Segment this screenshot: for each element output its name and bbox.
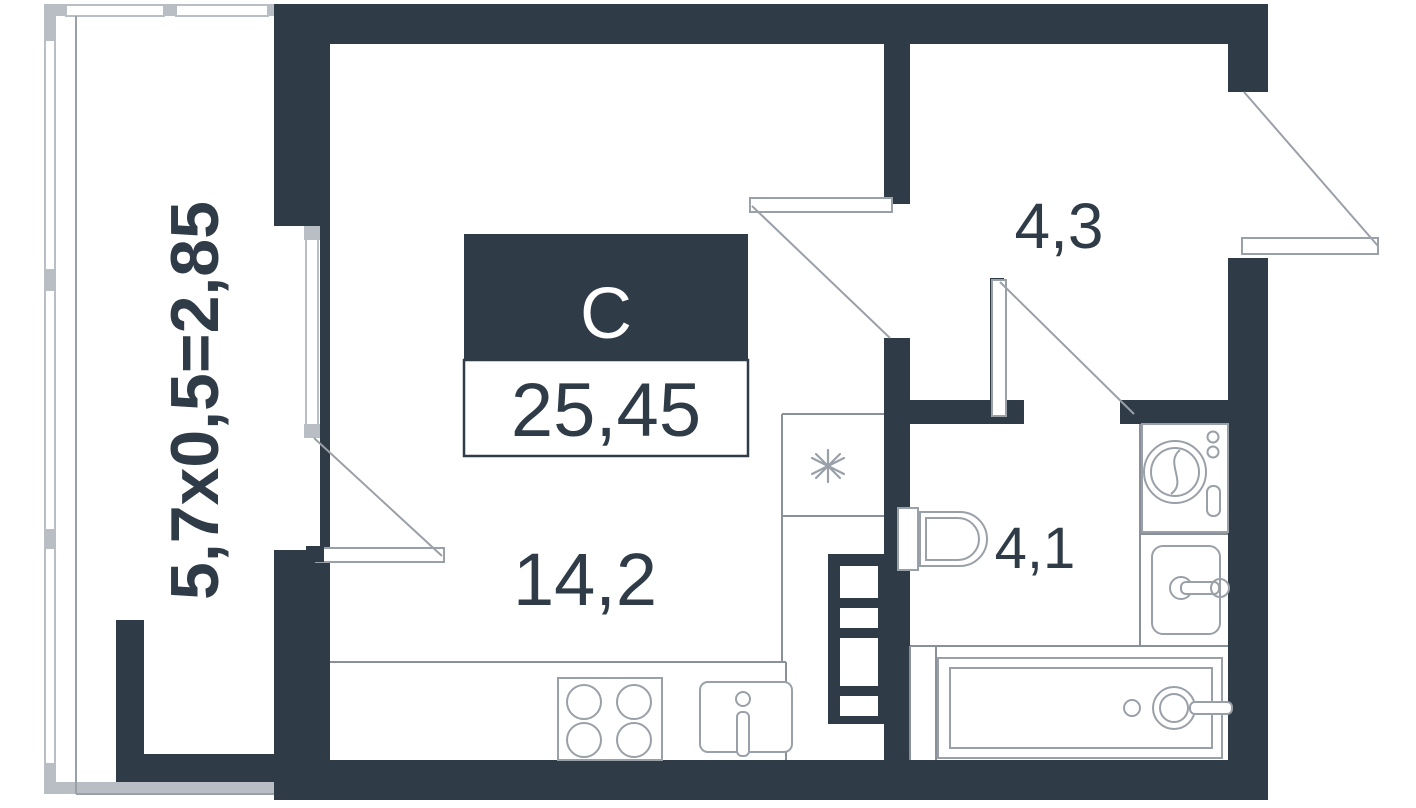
wall-balcony-bottom-return	[116, 754, 328, 782]
unit-badge: С 25,45	[462, 234, 750, 458]
bathroom-door-swing	[999, 281, 1135, 415]
bathroom-sink-spout	[1180, 581, 1220, 595]
area-label-living-room: 14,2	[513, 538, 657, 621]
kitchen-sink-drain	[735, 691, 751, 707]
balcony-door-mullion	[304, 226, 320, 240]
balcony-loggia: 5,7x0,5=2,85	[44, 4, 274, 795]
balcony-mullion	[44, 530, 56, 548]
balcony-door-swing	[313, 437, 443, 557]
kitchen-sink	[699, 681, 793, 757]
interior-detail-lines	[330, 413, 1228, 760]
riser-shaft-opening	[840, 638, 878, 686]
balcony-door-glazing	[305, 229, 319, 437]
washing-machine-knob	[1206, 445, 1220, 459]
toilet	[897, 507, 988, 571]
toilet-cistern	[897, 507, 919, 571]
washing-machine-detergent-tray	[1206, 485, 1221, 517]
balcony-glass-panel	[65, 4, 165, 17]
washing-machine-drum-swirl	[1170, 449, 1181, 495]
entrance-door[interactable]	[1241, 91, 1379, 255]
toilet-seat	[925, 517, 980, 561]
balcony-door-hinge	[306, 546, 324, 562]
washing-machine-drum-inner	[1150, 447, 1200, 497]
wall-room-left-thin	[320, 226, 330, 550]
riser-shaft-opening	[840, 566, 878, 598]
bathtub-overflow-inner	[1159, 693, 1189, 723]
wall-partition-room-hall-upper	[884, 44, 910, 204]
washing-machine	[1141, 423, 1229, 533]
entrance-door-leaf[interactable]	[1241, 237, 1379, 255]
balcony-mullion	[44, 270, 56, 290]
cooktop-stove	[557, 677, 663, 761]
refrigerator	[810, 448, 846, 484]
unit-badge-letter: С	[580, 274, 632, 354]
washing-machine-knob	[1206, 430, 1220, 444]
unit-badge-area-box	[462, 358, 750, 458]
bathroom-sink-handle	[1210, 578, 1230, 598]
room-door-leaf[interactable]	[749, 197, 893, 213]
balcony-door[interactable]	[304, 226, 445, 563]
balcony-door-leaf[interactable]	[315, 547, 445, 563]
balcony-door-mullion	[304, 424, 320, 438]
burner	[616, 684, 652, 720]
riser-shaft-opening	[840, 608, 878, 628]
wall-left-lower-pier	[274, 550, 330, 760]
bathroom-sink	[1151, 545, 1230, 635]
refrigerator-snowflake-icon	[810, 448, 846, 484]
bathtub-outer	[937, 657, 1223, 759]
burner	[616, 722, 652, 758]
area-label-hallway: 4,3	[1015, 190, 1104, 262]
entrance-door-swing	[1243, 91, 1379, 247]
area-label-bathroom: 4,1	[995, 516, 1076, 581]
balcony-mullion	[164, 4, 176, 16]
cooktop-outline	[557, 677, 663, 761]
toilet-bowl	[919, 511, 988, 567]
riser-shaft	[828, 554, 890, 724]
balcony-glass-panel	[44, 289, 56, 531]
kitchen-sink-faucet	[736, 711, 750, 757]
bathtub-faucet	[1189, 701, 1233, 715]
room-door[interactable]	[749, 197, 893, 339]
wall-exterior-right-lower	[1228, 258, 1268, 786]
wall-bath-top-right	[1120, 400, 1268, 424]
room-door-swing	[751, 205, 891, 339]
burner	[566, 684, 602, 720]
unit-badge-area: 25,45	[511, 368, 701, 453]
bathroom-door[interactable]	[991, 279, 1135, 417]
wall-exterior-top	[274, 4, 1242, 44]
burner	[566, 722, 602, 758]
balcony-dimension-label: 5,7x0,5=2,85	[157, 201, 233, 600]
bathroom-door-leaf[interactable]	[991, 279, 1007, 417]
bathtub	[937, 657, 1233, 759]
wall-exterior-right-upper	[1228, 4, 1268, 92]
wall-exterior-bottom	[274, 760, 1268, 800]
riser-shaft-opening	[840, 696, 878, 716]
unit-badge-letter-box	[464, 234, 748, 360]
washing-machine-drum-outer	[1143, 440, 1207, 504]
balcony-glass-panel	[175, 4, 269, 17]
balcony-glass-panel	[44, 547, 56, 765]
balcony-glass-panel	[44, 39, 56, 271]
bathtub-drain	[1123, 699, 1141, 717]
balcony-railing-bottom	[44, 782, 274, 794]
